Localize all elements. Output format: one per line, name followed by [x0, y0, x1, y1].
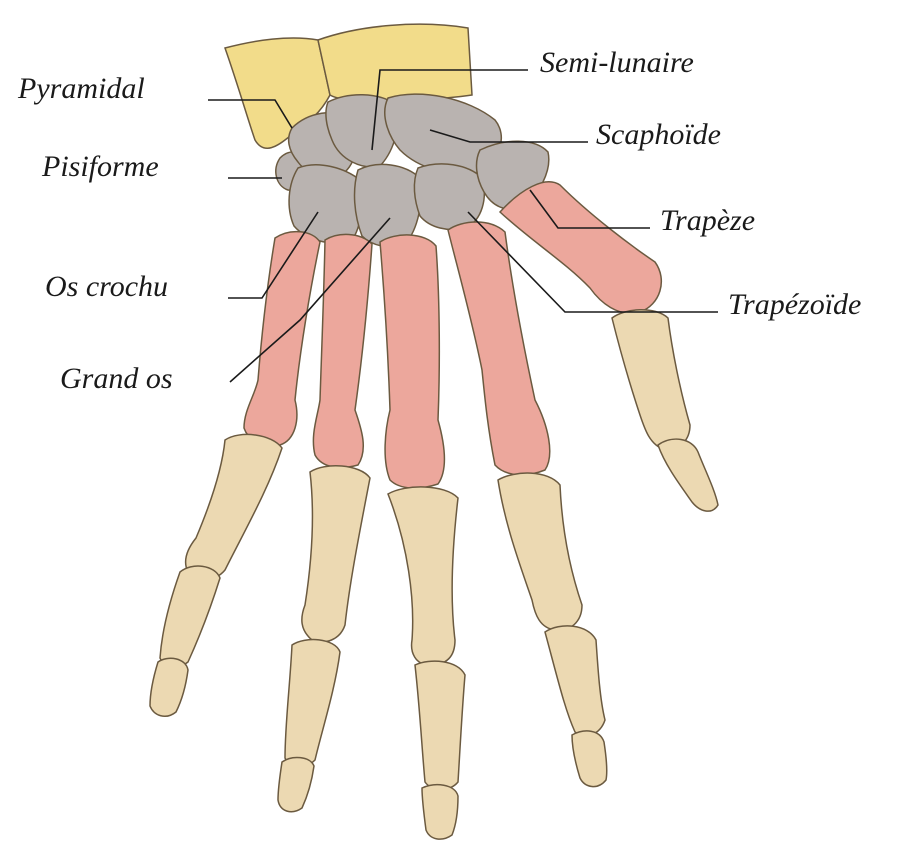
metacarpal-5 [244, 232, 320, 446]
index-proximal-phalanx [498, 473, 582, 630]
thumb-proximal-phalanx [612, 310, 690, 450]
middle-middle-phalanx [415, 661, 465, 789]
index-distal-phalanx [572, 731, 607, 787]
middle-distal-phalanx [422, 785, 458, 839]
carpal-bones [276, 94, 549, 247]
label-os-crochu: Os crochu [45, 270, 168, 303]
little-proximal-phalanx [186, 434, 282, 579]
little-middle-phalanx [160, 566, 220, 667]
metacarpal-4 [313, 234, 372, 467]
thumb-distal-phalanx [658, 439, 718, 511]
label-pisiforme: Pisiforme [41, 150, 159, 183]
metacarpal-1 [500, 182, 661, 313]
little-distal-phalanx [150, 658, 188, 716]
index-middle-phalanx [545, 626, 605, 736]
trapezoide-bone [414, 164, 484, 230]
label-pyramidal: Pyramidal [17, 72, 145, 105]
ring-distal-phalanx [278, 757, 314, 811]
label-semi-lunaire: Semi-lunaire [540, 46, 694, 79]
ring-proximal-phalanx [302, 466, 370, 642]
middle-proximal-phalanx [388, 487, 458, 665]
metacarpal-2 [448, 222, 550, 475]
label-trapezoide: Trapézoïde [728, 288, 861, 321]
metacarpal-3 [380, 235, 444, 488]
ring-middle-phalanx [285, 640, 340, 767]
label-trapeze: Trapèze [660, 204, 755, 237]
label-grand-os: Grand os [60, 362, 173, 395]
radius-bone [318, 24, 472, 100]
label-scaphoide: Scaphoïde [596, 118, 721, 151]
